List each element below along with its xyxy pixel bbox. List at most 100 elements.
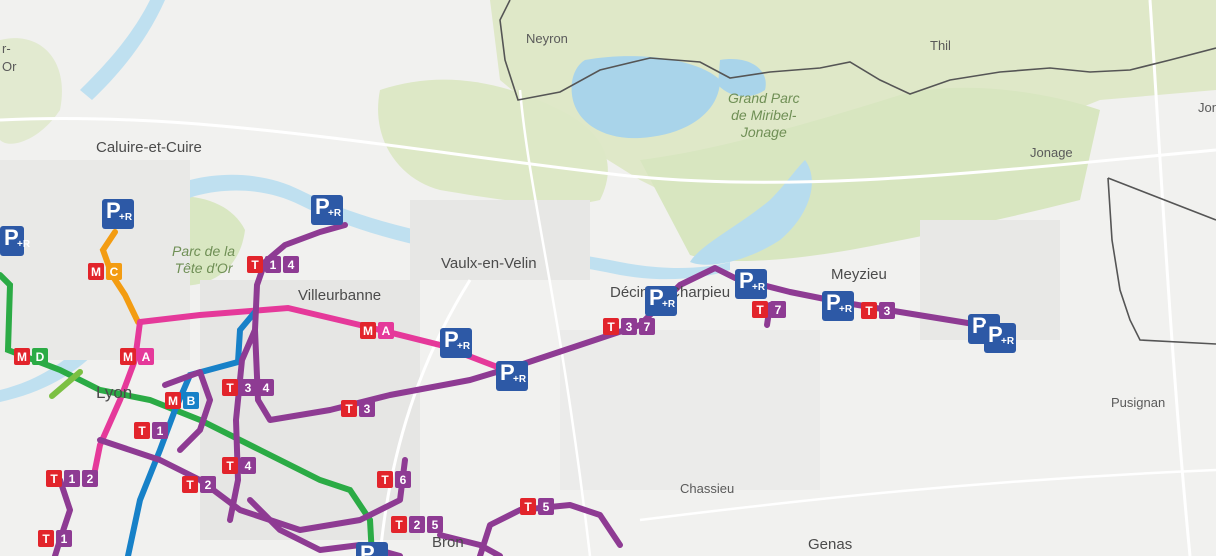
place-villeurbanne: Villeurbanne: [298, 287, 382, 304]
mode-chip: T: [520, 498, 536, 515]
line-chip: 1: [265, 256, 281, 273]
park-ride-bron[interactable]: P+R: [356, 542, 388, 556]
park-ride-p: P: [500, 360, 515, 385]
badge-tram-7[interactable]: T 7: [752, 301, 786, 318]
line-chip: 4: [283, 256, 299, 273]
park-tete-dor-line-2: Tête d'Or: [174, 259, 233, 276]
badge-tram-5[interactable]: T 5: [520, 498, 554, 515]
badge-metro-a-villeurbanne[interactable]: M A: [360, 322, 394, 339]
place-thil: Thil: [930, 38, 951, 53]
park-ride-meyzieu-east-2[interactable]: P+R: [984, 323, 1016, 353]
park-miribel-line-2: de Miribel-: [731, 106, 797, 123]
park-ride-r: +R: [752, 282, 766, 293]
mode-chip: T: [38, 530, 54, 547]
park-miribel-label: Grand Parc de Miribel- Jonage: [728, 90, 800, 140]
badge-tram-2-5[interactable]: T 2 5: [391, 516, 443, 533]
mode-chip: M: [120, 348, 136, 365]
line-chip: 4: [240, 457, 256, 474]
badge-tram-3-4[interactable]: T 3 4: [222, 379, 274, 396]
line-chip: B: [183, 392, 199, 409]
line-chip: 6: [395, 471, 411, 488]
mode-chip: M: [88, 263, 104, 280]
line-chip: 1: [152, 422, 168, 439]
park-miribel-line-3: Jonage: [740, 123, 787, 140]
place-edge-top: r-: [2, 41, 11, 56]
park-ride-r: +R: [328, 208, 342, 219]
badge-tram-3-villeurbanne[interactable]: T 3: [341, 400, 375, 417]
park-ride-decines[interactable]: P+R: [645, 286, 677, 316]
mode-chip: T: [341, 400, 357, 417]
badge-metro-c[interactable]: M C: [88, 263, 122, 280]
place-pusignan: Pusignan: [1111, 395, 1166, 410]
badge-tram-1-4[interactable]: T 1 4: [247, 256, 299, 273]
park-ride-meyzieu-west[interactable]: P+R: [735, 269, 767, 299]
place-neyron: Neyron: [526, 31, 568, 46]
badge-tram-3-meyzieu[interactable]: T 3: [861, 302, 895, 319]
place-jon-edge: Jon: [1198, 100, 1216, 115]
park-tete-dor-line-1: Parc de la: [172, 243, 236, 259]
park-ride-villeurbanne-north[interactable]: P+R: [311, 195, 343, 225]
park-ride-p: P: [988, 322, 1003, 347]
mode-chip: M: [14, 348, 30, 365]
mode-chip: M: [360, 322, 376, 339]
place-vaulx: Vaulx-en-Velin: [441, 255, 537, 272]
line-chip: D: [32, 348, 48, 365]
mode-chip: T: [134, 422, 150, 439]
place-bron: Bron: [432, 534, 464, 551]
place-edge-or: Or: [2, 59, 17, 74]
park-ride-vaulx-2[interactable]: P+R: [496, 361, 528, 391]
park-ride-p: P: [826, 290, 841, 315]
badge-tram-4[interactable]: T 4: [222, 457, 256, 474]
park-ride-r: +R: [457, 341, 471, 352]
badge-metro-b[interactable]: M B: [165, 392, 199, 409]
place-lyon: Lyon: [96, 383, 133, 402]
line-chip: 1: [64, 470, 80, 487]
park-ride-r: +R: [839, 304, 853, 315]
park-tete-dor-label: Parc de la Tête d'Or: [172, 243, 235, 277]
badge-tram-6[interactable]: T 6: [377, 471, 411, 488]
park-ride-meyzieu[interactable]: P+R: [822, 291, 854, 321]
line-chip: 7: [770, 301, 786, 318]
mode-chip: T: [752, 301, 768, 318]
badge-tram-1-2[interactable]: T 1 2: [46, 470, 98, 487]
badge-tram-3-7[interactable]: T 3 7: [603, 318, 655, 335]
mode-chip: T: [603, 318, 619, 335]
park-ride-p: P: [4, 225, 19, 250]
park-ride-p: P: [444, 327, 459, 352]
park-ride-vaulx-1[interactable]: P+R: [440, 328, 472, 358]
line-chip: 1: [56, 530, 72, 547]
mode-chip: T: [861, 302, 877, 319]
line-chip: 4: [258, 379, 274, 396]
badge-tram-2[interactable]: T 2: [182, 476, 216, 493]
badge-tram-1-lyon[interactable]: T 1: [134, 422, 168, 439]
place-caluire: Caluire-et-Cuire: [96, 139, 202, 156]
park-miribel-line-1: Grand Parc: [728, 90, 800, 106]
line-chip: 5: [538, 498, 554, 515]
line-chip: 3: [621, 318, 637, 335]
park-ride-west-edge[interactable]: P+R: [0, 225, 30, 256]
badge-metro-a-lyon[interactable]: M A: [120, 348, 154, 365]
badge-tram-1-south[interactable]: T 1: [38, 530, 72, 547]
place-chassieu: Chassieu: [680, 481, 735, 496]
mode-chip: T: [247, 256, 263, 273]
park-ride-p: P: [360, 541, 375, 556]
badge-metro-d[interactable]: M D: [14, 348, 48, 365]
line-chip: C: [106, 263, 122, 280]
park-ride-r: +R: [17, 239, 31, 250]
mode-chip: M: [165, 392, 181, 409]
place-genas: Genas: [808, 536, 853, 553]
line-chip: 3: [879, 302, 895, 319]
park-ride-p: P: [649, 285, 664, 310]
place-jonage: Jonage: [1030, 145, 1073, 160]
park-ride-r: +R: [662, 299, 676, 310]
line-chip: A: [138, 348, 154, 365]
park-ride-p: P: [972, 313, 987, 338]
line-chip: 7: [639, 318, 655, 335]
park-ride-r: +R: [119, 212, 133, 223]
park-ride-p: P: [106, 198, 121, 223]
mode-chip: T: [46, 470, 62, 487]
park-ride-r: +R: [1001, 336, 1015, 347]
park-ride-caluire[interactable]: P+R: [102, 199, 134, 229]
